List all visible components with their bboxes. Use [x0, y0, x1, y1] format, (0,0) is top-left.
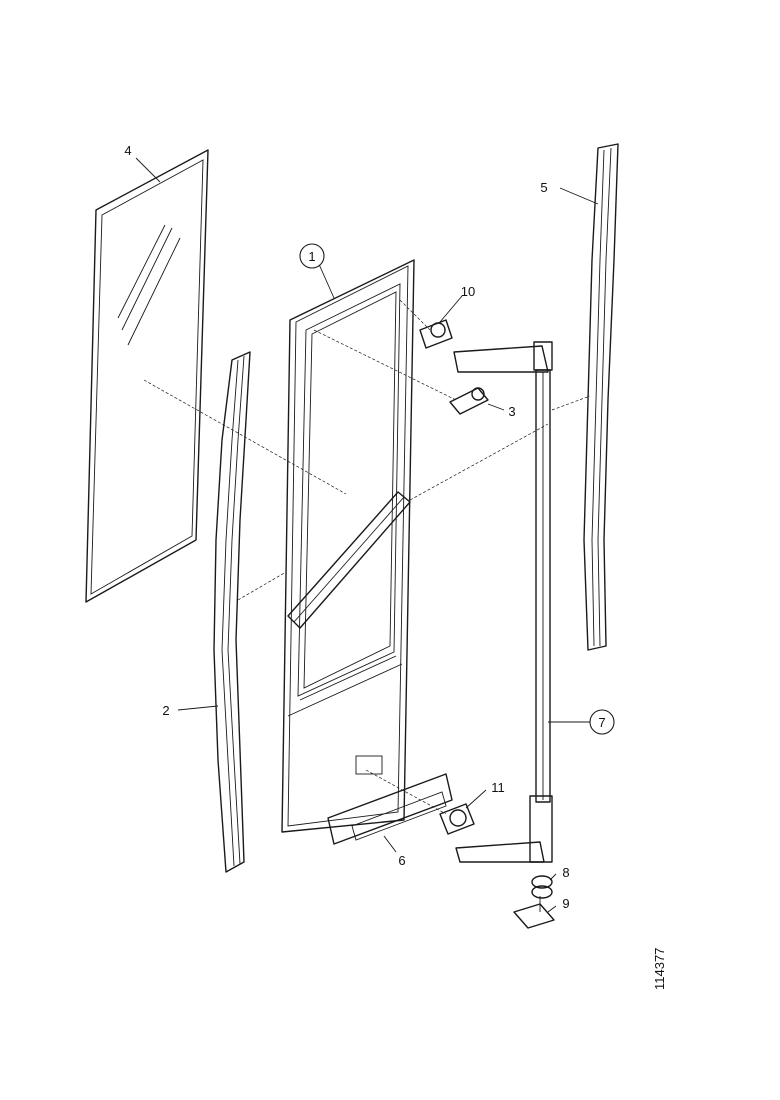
- glass-panel: [85, 149, 209, 603]
- part-label-4: 4: [124, 143, 131, 158]
- part-label-3: 3: [508, 404, 515, 419]
- drawing-number: 114377: [652, 948, 667, 990]
- leader-lines: [135, 157, 599, 913]
- bottom-bracket: [327, 755, 453, 845]
- part-label-9: 9: [562, 896, 569, 911]
- part-7-circle: [589, 709, 615, 735]
- assembly-lines: [143, 299, 591, 815]
- part-1-circle: [299, 243, 325, 269]
- part-label-7: 7: [598, 715, 605, 730]
- part-label-8: 8: [562, 865, 569, 880]
- part-label-5: 5: [540, 180, 547, 195]
- handle-bar: [453, 341, 553, 863]
- left-edge-trim: [213, 351, 251, 873]
- part-label-1: 1: [308, 249, 315, 264]
- bushing-part-8: [531, 875, 553, 899]
- hinge-part-10: [419, 319, 453, 349]
- hinge-part-11: [439, 803, 475, 835]
- part-label-11: 11: [491, 780, 505, 795]
- part-label-10: 10: [461, 284, 475, 299]
- right-edge-trim: [583, 143, 619, 651]
- door-frame: [281, 259, 415, 833]
- pin-plate-part-9: [513, 896, 555, 929]
- part-label-2: 2: [162, 703, 169, 718]
- diagonal-brace: [287, 491, 411, 629]
- part-label-6: 6: [398, 853, 405, 868]
- hinge-part-3: [449, 387, 489, 415]
